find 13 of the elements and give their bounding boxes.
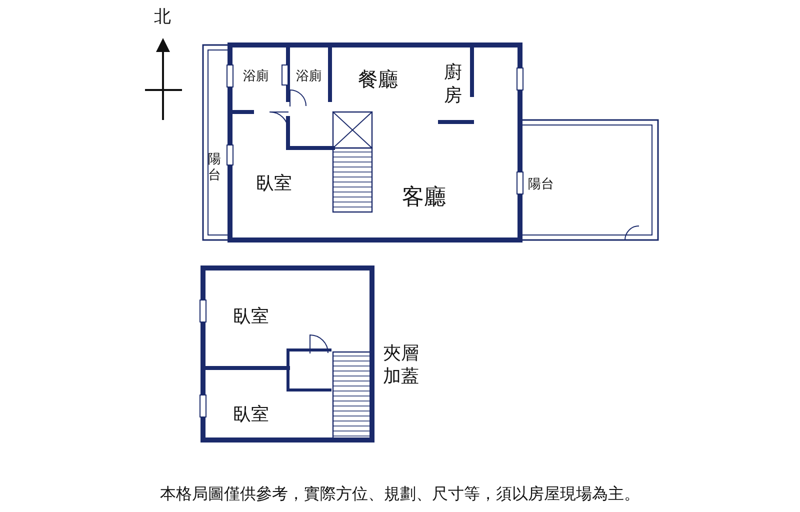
room-label: 陽台 [528,178,554,192]
room-label: 陽台 [208,152,222,184]
room-label: 臥室 [233,307,269,327]
disclaimer-caption: 本格局圖僅供參考，實際方位、規劃、尺寸等，須以房屋現場為主。 [159,485,641,503]
mezzanine-note: 夾層加蓋 [383,342,420,389]
room-label: 浴廁 [243,70,269,84]
room-label: 客廳 [402,186,446,210]
room-label: 臥室 [256,174,292,194]
room-label: 餐廳 [358,68,398,90]
compass-label: 北 [154,8,171,27]
room-label: 廚房 [444,62,463,107]
room-label: 浴廁 [296,70,322,84]
room-label: 臥室 [233,405,269,425]
